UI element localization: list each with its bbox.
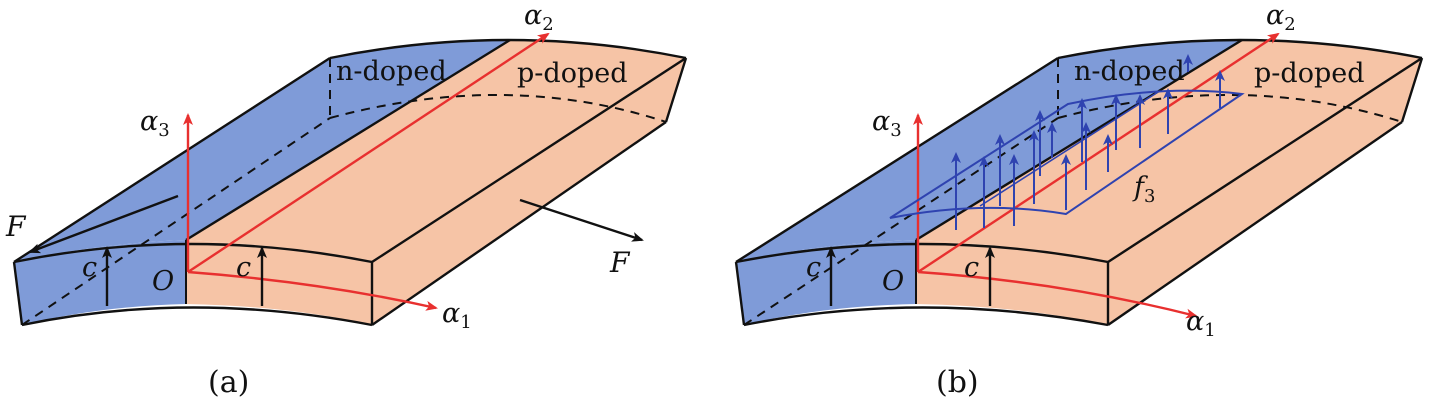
alpha1-label: α1 (442, 298, 472, 333)
right-bottom-edge (1107, 121, 1403, 326)
force-label-left: F (5, 210, 27, 243)
p-doped-label: p-doped (1254, 58, 1365, 89)
force-arrow-right (519, 198, 644, 242)
right-bottom-edge (371, 121, 667, 326)
alpha1-axis (187, 270, 438, 311)
thickness-label-left: c (806, 252, 821, 283)
left-front-edge (12, 261, 24, 326)
bottom-curve-edge (21, 306, 373, 327)
alpha1-axis (917, 270, 1198, 319)
force-label-right: F (609, 246, 631, 279)
thickness-label-right: c (964, 252, 979, 283)
np-junction-edge (915, 38, 1243, 242)
left-front-edge (734, 261, 746, 326)
np-junction-edge (185, 38, 511, 242)
right-long-edge (1107, 56, 1423, 264)
p-doped-front-face (186, 240, 372, 325)
alpha2-axis (187, 32, 550, 274)
alpha2-label: α2 (1266, 0, 1296, 35)
right-back-edge (664, 57, 688, 123)
right-long-edge (371, 56, 687, 264)
left-long-edge (13, 56, 331, 264)
bottom-curve-edge (743, 306, 1109, 327)
load-patch-cross-line (979, 91, 1159, 207)
p-doped-side-face (372, 58, 686, 325)
alpha3-label: α3 (872, 106, 902, 141)
caption-a: (a) (208, 365, 249, 400)
alpha1-label: α1 (1186, 306, 1216, 341)
force-arrow-left (28, 194, 179, 254)
p-doped-side-face (1108, 58, 1422, 325)
distributed-load-arrows (951, 54, 1225, 230)
n-doped-front-face (736, 240, 916, 325)
origin-label: O (152, 266, 174, 297)
caption-b: (b) (936, 365, 979, 400)
thickness-label-left: c (82, 252, 97, 283)
alpha2-label: α2 (524, 0, 554, 35)
panel-b: n-doped p-doped α2 α3 α1 O c c f3 (b) (734, 0, 1424, 400)
alpha3-label: α3 (140, 106, 170, 141)
hidden-back-bottom-edge (1057, 93, 1403, 123)
n-doped-label: n-doped (336, 56, 447, 87)
n-doped-label: n-doped (1074, 56, 1185, 87)
p-doped-top-face (186, 40, 686, 262)
thickness-label-right: c (236, 252, 251, 283)
origin-label: O (882, 266, 904, 297)
p-doped-top-face (916, 40, 1422, 262)
panel-a: n-doped p-doped α2 α3 α1 O c c F F (a) (5, 0, 688, 400)
n-doped-top-face (14, 40, 510, 262)
right-back-edge (1400, 57, 1424, 123)
top-curve-edge (13, 242, 373, 264)
p-doped-label: p-doped (517, 58, 628, 89)
top-curve-edge (735, 242, 1109, 264)
n-doped-front-face (14, 240, 186, 325)
left-long-edge (735, 56, 1059, 264)
hidden-left-long-edge (21, 117, 331, 326)
p-doped-front-face (916, 240, 1108, 325)
